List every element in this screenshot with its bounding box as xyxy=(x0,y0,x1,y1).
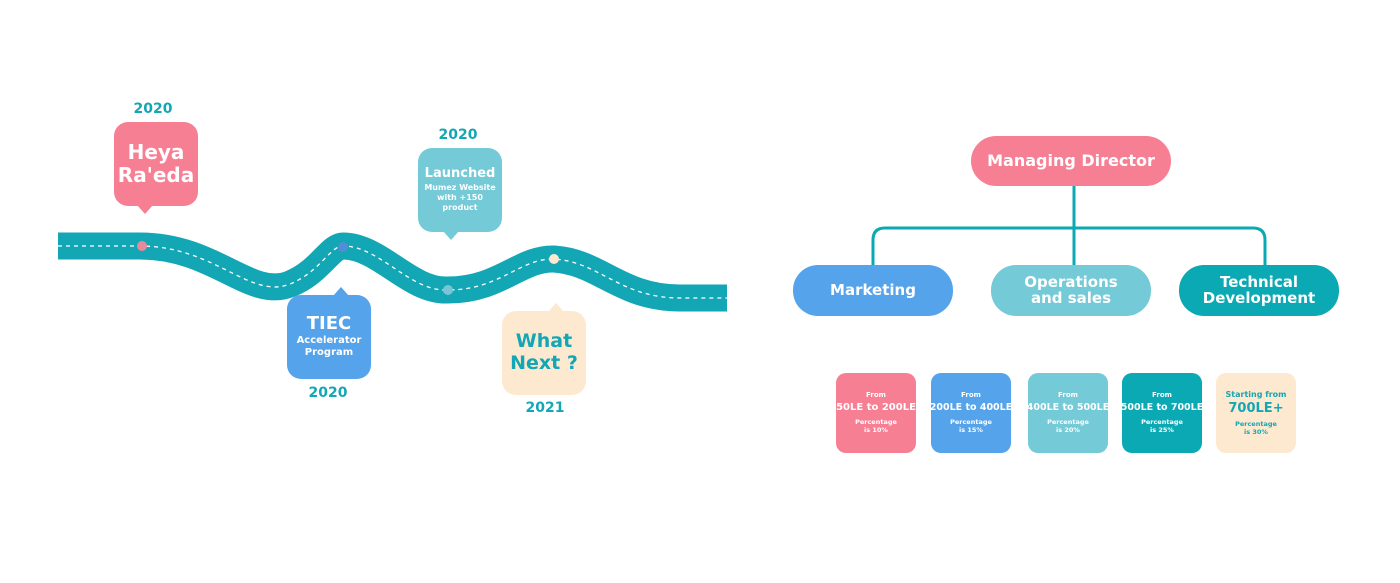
milestone-title: Launched xyxy=(424,165,496,181)
org-connectors xyxy=(871,186,1267,265)
milestone-year: 2020 xyxy=(308,385,348,401)
price-from: From xyxy=(961,391,981,400)
milestone-year: 2020 xyxy=(438,127,478,143)
price-pct-line1: Percentage xyxy=(1235,419,1277,428)
price-from: From xyxy=(866,391,886,400)
price-range: 400LE to 500LE xyxy=(1026,402,1110,414)
milestone-dot-1 xyxy=(137,241,147,251)
price-pct-line1: Percentage xyxy=(1141,418,1183,427)
milestone-dot-4 xyxy=(549,254,559,264)
org-node-line1: Marketing xyxy=(830,280,916,299)
price-range: 700LE+ xyxy=(1228,400,1284,416)
org-node-line1: Technical xyxy=(1220,272,1298,291)
price-range: 50LE to 200LE xyxy=(836,402,916,414)
milestone-bubble-heya: Heya Ra'eda xyxy=(114,122,198,214)
org-node-operations: Operations and sales xyxy=(991,265,1151,316)
org-node-marketing: Marketing xyxy=(793,265,953,316)
timeline-road xyxy=(58,232,727,312)
milestone-title-line1: What xyxy=(515,330,573,353)
price-pct-line2: is 25% xyxy=(1150,426,1174,434)
price-pct-line1: Percentage xyxy=(855,418,897,427)
milestone-sub-line2: with +150 product xyxy=(437,193,483,213)
price-tile-1: From 50LE to 200LE Percentage is 10% xyxy=(836,373,916,453)
org-node-line1: Operations xyxy=(1024,272,1118,291)
price-pct-line2: is 30% xyxy=(1244,427,1268,436)
milestone-title-line2: Next ? xyxy=(510,352,578,374)
price-pct-line2: is 20% xyxy=(1056,426,1080,434)
price-pct-line1: Percentage xyxy=(1047,418,1089,427)
price-tile-3: From 400LE to 500LE Percentage is 20% xyxy=(1026,373,1110,453)
milestone-sub-line1: Accelerator xyxy=(296,334,362,346)
org-node-managing-director: Managing Director xyxy=(971,136,1171,186)
price-tile-5: Starting from 700LE+ Percentage is 30% xyxy=(1216,373,1296,453)
price-range: 500LE to 700LE xyxy=(1120,402,1204,414)
milestone-title: TIEC xyxy=(306,313,352,335)
milestone-dot-2 xyxy=(338,242,348,252)
milestone-bubble-tiec: TIEC Accelerator Program xyxy=(287,287,371,379)
milestone-sub-line1: Mumez Website xyxy=(424,183,496,193)
milestone-dot-3 xyxy=(443,285,453,295)
milestone-title-line2: Ra'eda xyxy=(117,163,195,187)
milestone-title-line1: Heya xyxy=(127,140,185,164)
milestone-bubble-what-next: What Next ? xyxy=(502,303,586,395)
price-from: From xyxy=(1152,391,1172,400)
price-from: Starting from xyxy=(1225,389,1287,399)
milestone-year: 2020 xyxy=(133,101,173,117)
milestone-year: 2021 xyxy=(525,400,565,416)
road-dashes xyxy=(58,245,727,299)
milestone-sub-line2: Program xyxy=(304,347,354,359)
price-tile-2: From 200LE to 400LE Percentage is 15% xyxy=(929,373,1013,453)
price-range: 200LE to 400LE xyxy=(929,402,1013,414)
price-tile-4: From 500LE to 700LE Percentage is 25% xyxy=(1120,373,1204,453)
org-node-line2: Development xyxy=(1202,288,1316,307)
org-node-line2: and sales xyxy=(1030,288,1112,307)
road-band xyxy=(58,232,727,312)
price-pct-line1: Percentage xyxy=(950,418,992,427)
milestone-bubble-launched: Launched Mumez Website with +150 product xyxy=(418,148,502,240)
org-node-technical: Technical Development xyxy=(1179,265,1339,316)
price-from: From xyxy=(1058,391,1078,400)
price-pct-line2: is 15% xyxy=(959,426,983,434)
price-pct-line2: is 10% xyxy=(864,426,888,434)
